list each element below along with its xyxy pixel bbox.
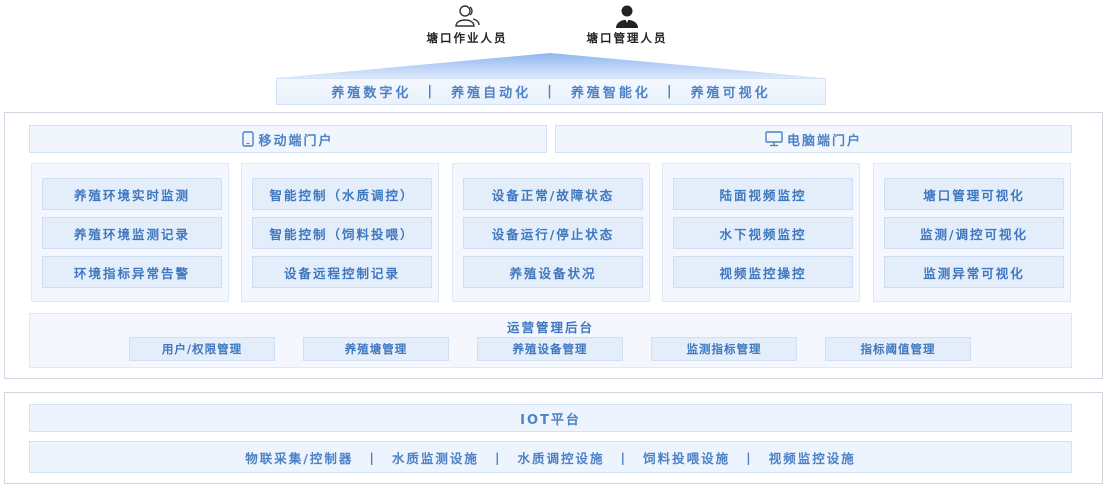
mobile-phone-icon: [242, 131, 255, 147]
iot-platform-bar: IOT平台: [29, 404, 1072, 432]
iot-separator: |: [369, 449, 376, 465]
iot-devices-row: 物联采集/控制器 | 水质监测设施 | 水质调控设施 | 饲料投喂设施 | 视频…: [29, 441, 1072, 473]
backend-title: 运营管理后台: [506, 320, 594, 335]
column-video-monitoring: 陆面视频监控 水下视频监控 视频监控操控: [662, 163, 860, 302]
value-digital: 养殖数字化: [331, 86, 412, 101]
backend-item-indicator[interactable]: 监测指标管理: [651, 337, 797, 361]
function-item[interactable]: 设备远程控制记录: [252, 256, 432, 288]
function-item[interactable]: 监测/调控可视化: [884, 217, 1064, 249]
user-beam: [276, 53, 824, 78]
value-separator: |: [427, 84, 436, 99]
function-item[interactable]: 监测异常可视化: [884, 256, 1064, 288]
value-separator: |: [547, 84, 555, 99]
operations-backend: 运营管理后台 用户/权限管理 养殖塘管理 养殖设备管理 监测指标管理 指标阈值管…: [29, 313, 1072, 368]
function-item[interactable]: 水下视频监控: [673, 217, 853, 249]
iot-platform-title: IOT平台: [520, 412, 581, 428]
iot-item-water-control: 水质调控设施: [517, 450, 605, 466]
backend-item-threshold[interactable]: 指标阈值管理: [825, 337, 971, 361]
function-item[interactable]: 养殖环境实时监测: [42, 178, 222, 210]
value-bar: 养殖数字化 | 养殖自动化 | 养殖智能化 | 养殖可视化: [276, 78, 826, 105]
iot-item-collector: 物联采集/控制器: [245, 450, 354, 466]
function-item[interactable]: 智能控制（水质调控）: [252, 178, 432, 210]
function-item[interactable]: 设备正常/故障状态: [463, 178, 643, 210]
function-item[interactable]: 视频监控操控: [673, 256, 853, 288]
mobile-portal-label: 移动端门户: [258, 133, 334, 149]
column-visualization: 塘口管理可视化 监测/调控可视化 监测异常可视化: [873, 163, 1071, 302]
function-item[interactable]: 环境指标异常告警: [42, 256, 222, 288]
function-item[interactable]: 养殖设备状况: [463, 256, 643, 288]
column-intelligent-control: 智能控制（水质调控） 智能控制（饲料投喂） 设备远程控制记录: [241, 163, 439, 302]
value-automation: 养殖自动化: [451, 86, 532, 101]
backend-item-pond[interactable]: 养殖塘管理: [303, 337, 449, 361]
column-device-status: 设备正常/故障状态 设备运行/停止状态 养殖设备状况: [452, 163, 650, 302]
function-item[interactable]: 陆面视频监控: [673, 178, 853, 210]
function-item[interactable]: 设备运行/停止状态: [463, 217, 643, 249]
iot-separator: |: [746, 449, 753, 465]
iot-separator: |: [620, 449, 628, 465]
users-outline-icon: [412, 4, 522, 28]
backend-item-equipment[interactable]: 养殖设备管理: [477, 337, 623, 361]
value-visual: 养殖可视化: [690, 86, 771, 101]
desktop-portal-label: 电脑端门户: [786, 133, 862, 149]
user-manager-label: 塘口管理人员: [586, 31, 668, 45]
desktop-portal[interactable]: 电脑端门户: [555, 125, 1072, 153]
monitor-icon: [765, 131, 783, 147]
iot-item-water-monitor: 水质监测设施: [391, 450, 479, 466]
value-separator: |: [666, 84, 675, 99]
user-operator: 塘口作业人员: [412, 4, 522, 46]
value-intelligent: 养殖智能化: [570, 86, 651, 101]
function-item[interactable]: 养殖环境监测记录: [42, 217, 222, 249]
mobile-portal[interactable]: 移动端门户: [29, 125, 547, 153]
iot-item-video: 视频监控设施: [768, 450, 856, 466]
iot-item-feeding: 饲料投喂设施: [643, 450, 731, 466]
function-item[interactable]: 塘口管理可视化: [884, 178, 1064, 210]
function-item[interactable]: 智能控制（饲料投喂）: [252, 217, 432, 249]
iot-separator: |: [494, 449, 502, 465]
user-manager: 塘口管理人员: [572, 4, 682, 46]
user-operator-label: 塘口作业人员: [426, 31, 508, 45]
user-solid-icon: [572, 4, 682, 28]
backend-item-user-permission[interactable]: 用户/权限管理: [129, 337, 275, 361]
column-environment-monitoring: 养殖环境实时监测 养殖环境监测记录 环境指标异常告警: [31, 163, 229, 302]
